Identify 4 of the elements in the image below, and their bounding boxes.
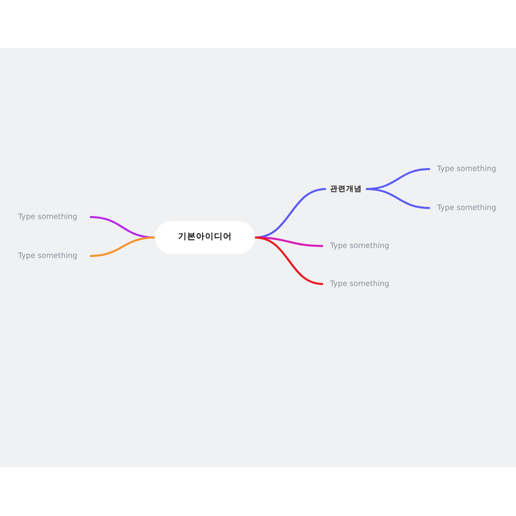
branch-line	[366, 188, 430, 209]
branch-line	[90, 236, 156, 257]
central-topic-box: 기본아이디어	[155, 221, 255, 254]
branch-line	[254, 236, 324, 285]
